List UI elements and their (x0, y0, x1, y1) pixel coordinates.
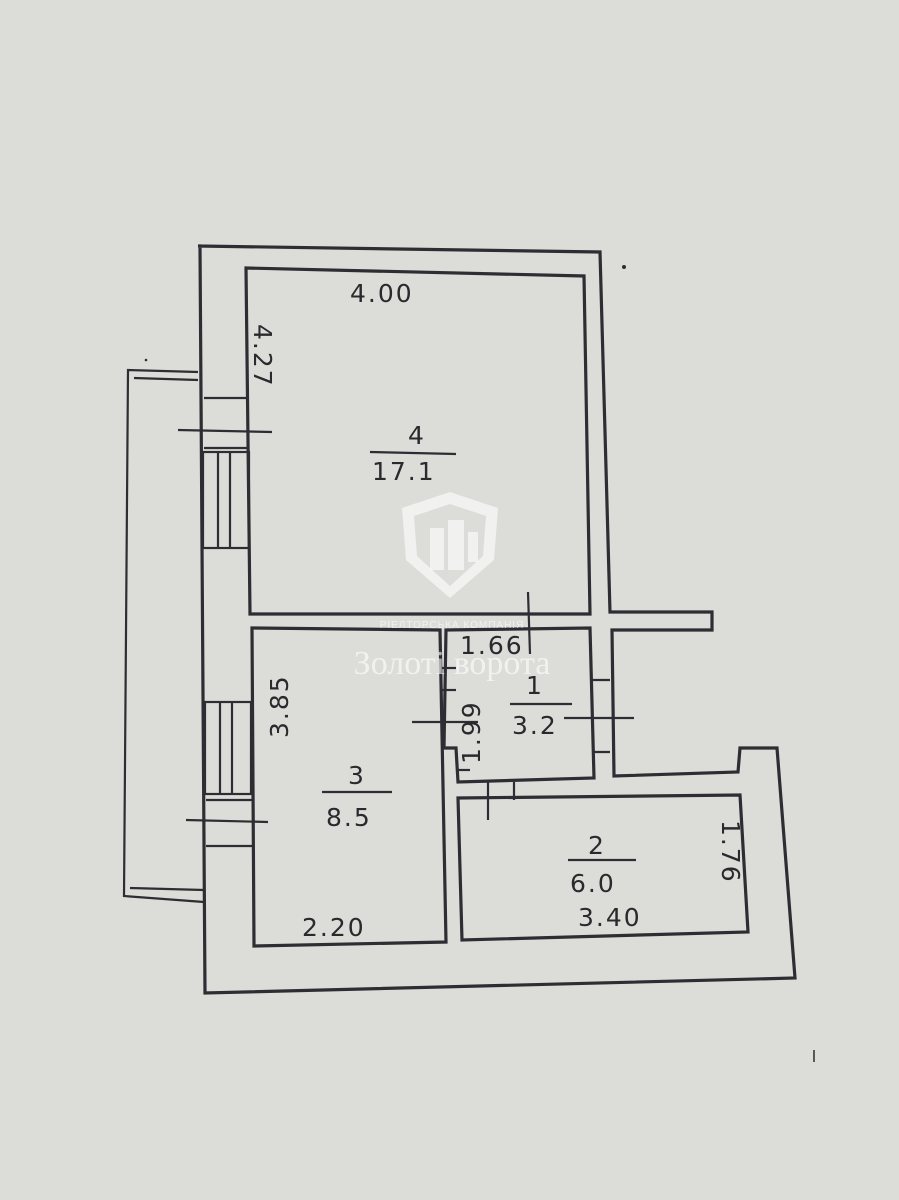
room-2-width: 3.40 (578, 903, 642, 932)
room-2-length: 1.76 (716, 820, 745, 884)
paper-specks (144, 265, 815, 1062)
room-4-length: 4.27 (248, 324, 277, 388)
room-4-number: 4 (408, 421, 426, 450)
balcony-outline (122, 368, 205, 904)
door-tick (526, 591, 532, 655)
fraction-lines (322, 450, 636, 862)
zoloti-vorota-emblem-icon (402, 492, 498, 598)
speck (622, 265, 626, 269)
room-1-width: 1.66 (460, 631, 524, 660)
watermark: РІЕЛТОРСЬКА КОМПАНІЯ Золоті ворота (354, 492, 551, 682)
room-1-area: 3.2 (512, 711, 558, 740)
room-2-outline (456, 793, 750, 942)
outer-walls (197, 244, 797, 995)
room-4-fraction-line (369, 450, 457, 456)
room-3-outline (250, 626, 448, 948)
balcony-rail-top (133, 376, 199, 382)
room-1-length: 1.99 (457, 700, 486, 764)
room-3-number: 3 (348, 761, 366, 790)
outer-wall-line (197, 244, 797, 995)
room-4-width: 4.00 (350, 279, 414, 308)
window-room-3 (203, 700, 253, 796)
room-outlines (244, 266, 750, 948)
watermark-text: Золоті ворота (354, 645, 551, 682)
room-1-outline (442, 626, 596, 784)
balcony (122, 368, 205, 904)
room-2-number: 2 (588, 831, 606, 860)
windows (201, 396, 253, 848)
watermark-tagline: РІЕЛТОРСЬКА КОМПАНІЯ (380, 620, 525, 631)
door-tick (185, 818, 269, 824)
window-room-4 (201, 450, 251, 550)
dimension-labels: 4.00 4.27 3.85 2.20 1.66 1.99 3.40 1.76 (248, 279, 745, 942)
room-3-length: 3.85 (265, 674, 294, 738)
room-3-area: 8.5 (326, 803, 372, 832)
room-2-area: 6.0 (570, 869, 616, 898)
door-tick (177, 428, 273, 434)
room-3-width: 2.20 (302, 913, 366, 942)
balcony-rail-bottom (129, 886, 205, 892)
door-marks (177, 428, 634, 824)
room-labels: 4 17.1 3 8.5 1 3.2 2 6.0 (326, 421, 616, 898)
room-1-number: 1 (526, 671, 544, 700)
speck (144, 358, 148, 362)
room-4-area: 17.1 (372, 457, 436, 486)
